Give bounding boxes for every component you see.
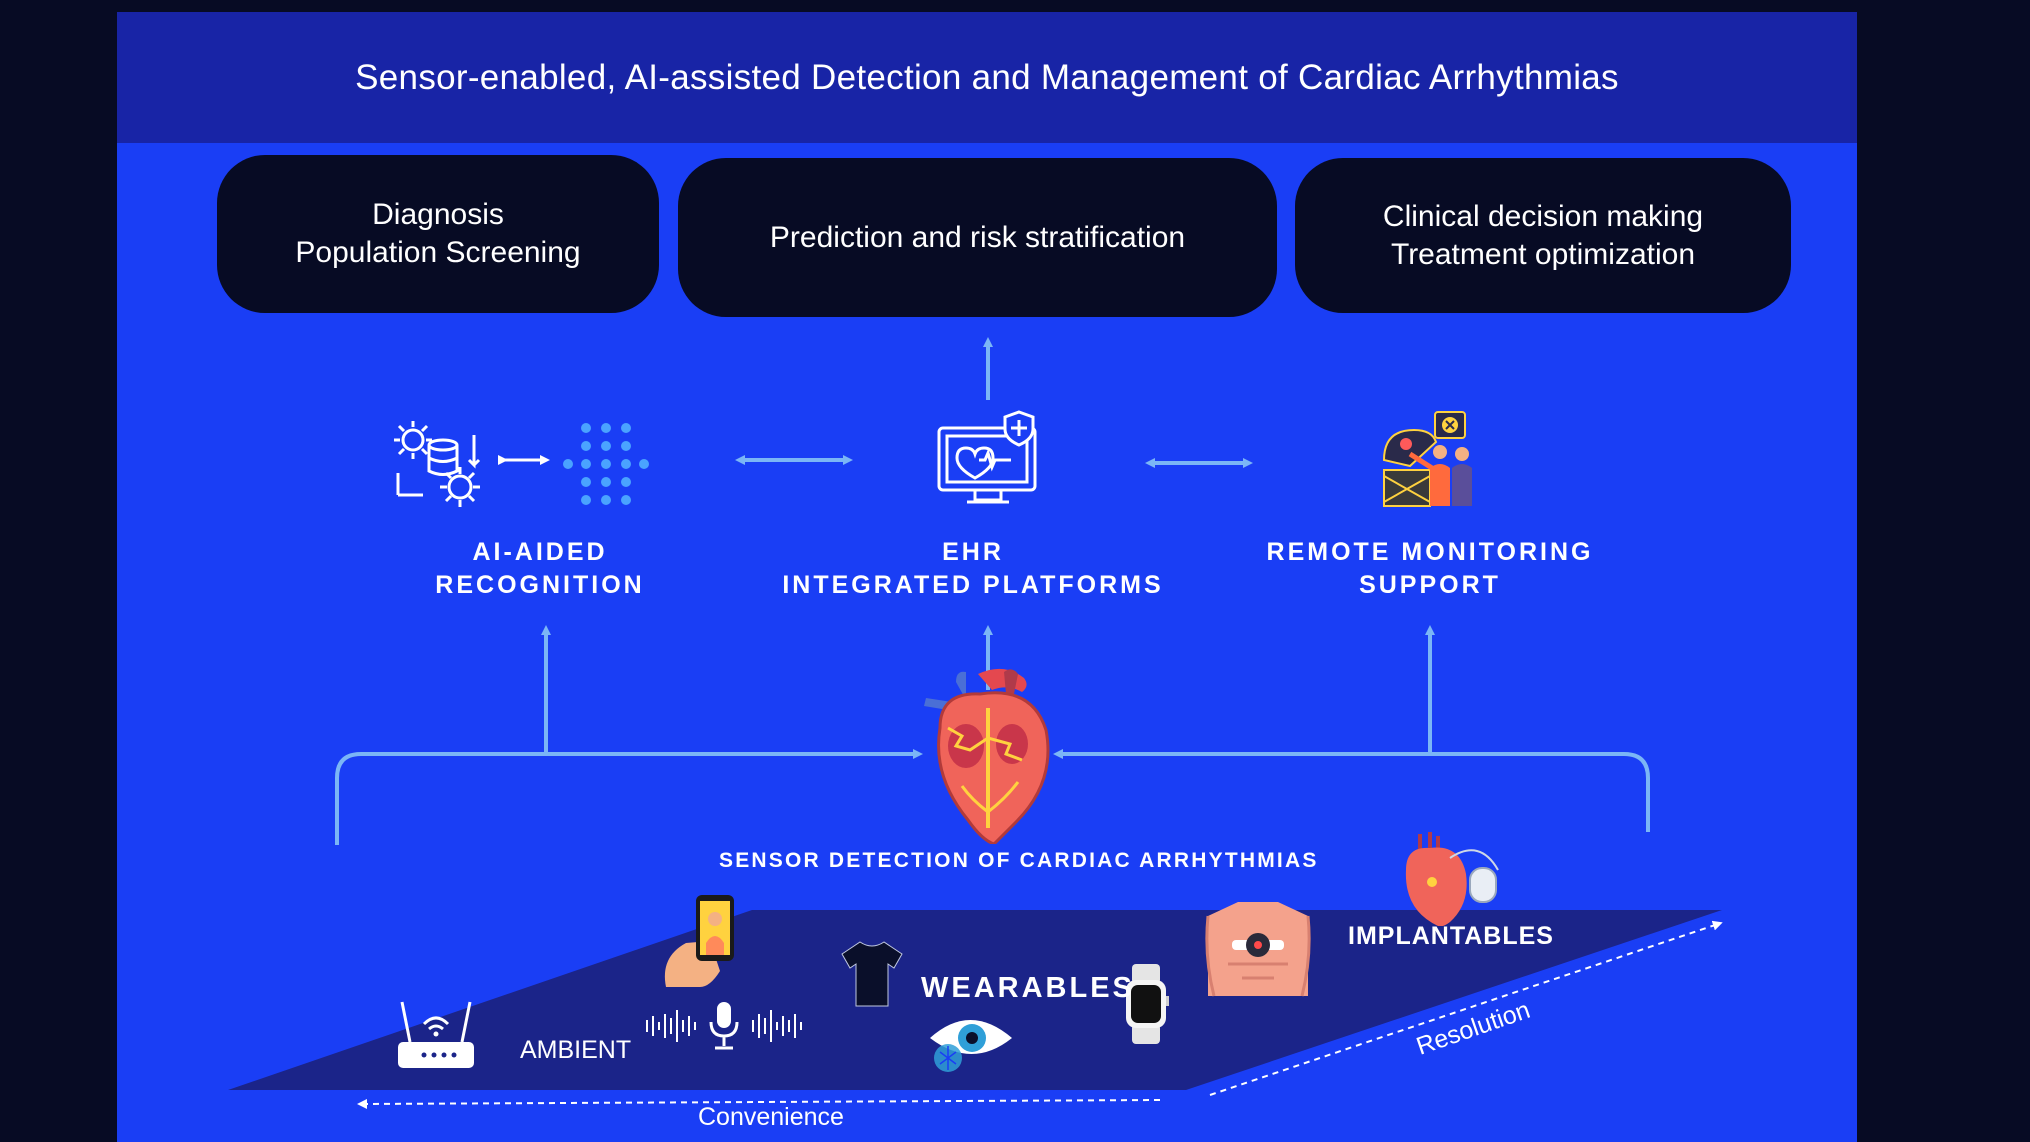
ehr-label-line1: EHR xyxy=(942,538,1004,566)
eye-icon xyxy=(930,1020,1012,1072)
neural-dots-icon xyxy=(563,423,649,505)
remote-team-icon xyxy=(1382,411,1472,507)
clinical-line2: Treatment optimization xyxy=(1390,237,1695,271)
remote-label-line1: REMOTE MONITORING xyxy=(1266,538,1594,566)
resolution-axis xyxy=(1209,920,1723,1096)
tshirt-icon xyxy=(841,941,903,1007)
ambient-label: AMBIENT xyxy=(520,1036,632,1064)
prediction-line1: Prediction and risk stratification xyxy=(769,220,1186,254)
remote-label-line2: SUPPORT xyxy=(1359,571,1501,599)
wifi-router-icon xyxy=(398,1001,474,1068)
clinical-line1: Clinical decision making xyxy=(1382,199,1704,233)
ehr-module-label: EHR INTEGRATED PLATFORMS xyxy=(782,536,1163,602)
sensor-platform xyxy=(228,910,1722,1090)
chest-patch-icon xyxy=(1205,902,1311,997)
heart-icon xyxy=(924,668,1050,844)
diagnosis-line2: Population Screening xyxy=(295,236,581,269)
prediction-box: Prediction and risk stratification xyxy=(678,158,1277,317)
convenience-axis xyxy=(357,1098,1161,1109)
implantables-label: IMPLANTABLES xyxy=(1348,922,1554,950)
bracket-left xyxy=(335,749,923,845)
bracket-right xyxy=(1053,749,1650,832)
clinical-decision-box: Clinical decision making Treatment optim… xyxy=(1295,158,1791,313)
ai-module-label: AI-AIDED RECOGNITION xyxy=(435,536,644,602)
smartwatch-icon xyxy=(1126,964,1169,1044)
convenience-label: Convenience xyxy=(698,1103,844,1131)
sensor-detection-label: SENSOR DETECTION OF CARDIAC ARRHYTHMIAS xyxy=(719,849,1319,872)
ai-label-line2: RECOGNITION xyxy=(435,571,645,599)
smartphone-icon xyxy=(664,895,734,987)
wearables-label: WEARABLES xyxy=(921,972,1135,1004)
remote-module-label: REMOTE MONITORING SUPPORT xyxy=(1267,536,1594,602)
diagnosis-box: Diagnosis Population Screening xyxy=(217,155,659,313)
implant-heart-icon xyxy=(1405,832,1499,926)
microphone-waveform-icon xyxy=(646,1002,802,1050)
diagnosis-line1: Diagnosis xyxy=(372,198,504,231)
ai-label-line1: AI-AIDED xyxy=(472,538,608,566)
ehr-label-line2: INTEGRATED PLATFORMS xyxy=(782,571,1164,599)
header-bar: Sensor-enabled, AI-assisted Detection an… xyxy=(117,12,1857,143)
ehr-monitor-icon xyxy=(937,410,1037,504)
gears-database-icon xyxy=(394,421,481,507)
page-title: Sensor-enabled, AI-assisted Detection an… xyxy=(355,57,1619,97)
